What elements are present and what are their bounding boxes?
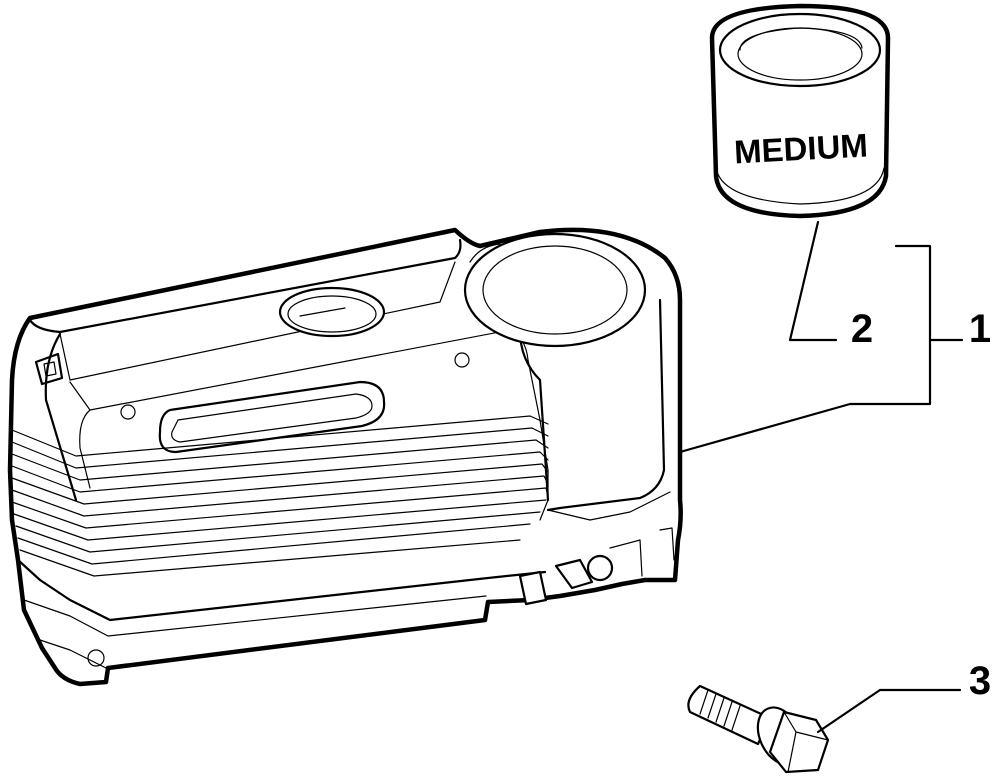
bolt bbox=[687, 684, 830, 774]
callout-2: 2 bbox=[851, 307, 873, 351]
sealant-canister: MEDIUM bbox=[709, 3, 891, 219]
compressor-body bbox=[7, 227, 683, 687]
cooling-ribs bbox=[11, 415, 549, 577]
callout-1: 1 bbox=[969, 307, 991, 351]
callout-leaders bbox=[678, 220, 964, 734]
canister-label: MEDIUM bbox=[733, 127, 869, 171]
callout-3: 3 bbox=[969, 659, 991, 703]
